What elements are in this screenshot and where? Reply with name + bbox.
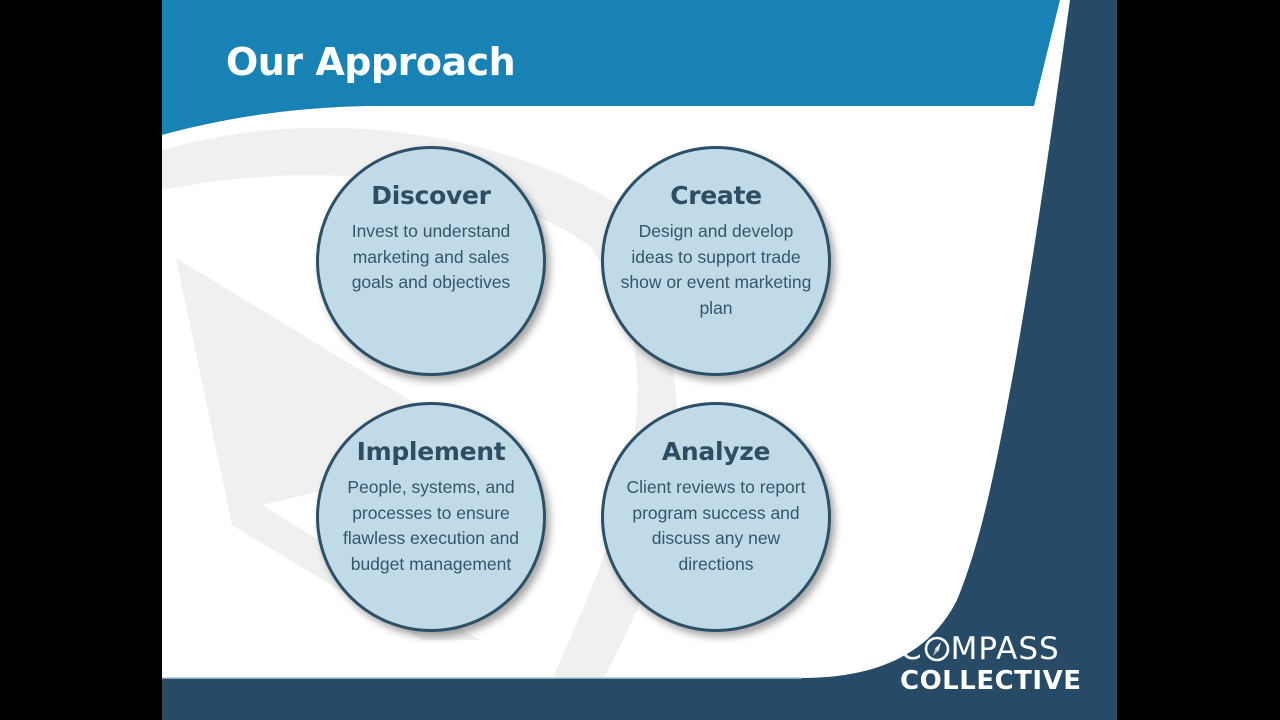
slide: Our Approach Discover Invest to understa…	[162, 0, 1117, 720]
logo-line-compass: C MPASS	[900, 632, 1100, 666]
step-title: Create	[670, 181, 762, 210]
header-band	[162, 0, 1060, 135]
step-circle-discover: Discover Invest to understand marketing …	[316, 146, 546, 376]
right-navy-panel	[162, 0, 1117, 720]
step-title: Analyze	[661, 437, 771, 466]
step-circle-create: Create Design and develop ideas to suppo…	[601, 146, 831, 376]
compass-icon	[924, 636, 949, 662]
logo-line-collective: COLLECTIVE	[900, 666, 1082, 696]
step-circle-analyze: Analyze Client reviews to report program…	[601, 402, 831, 632]
step-description: Client reviews to report program success…	[626, 477, 806, 574]
slide-background-shapes	[162, 0, 1117, 720]
step-description: Design and develop ideas to support trad…	[620, 221, 812, 318]
compass-collective-logo: C MPASS COLLECTIVE	[900, 632, 1100, 696]
step-title: Implement	[356, 437, 506, 466]
step-title: Discover	[371, 181, 491, 210]
logo-text-c: C	[900, 631, 923, 667]
step-description: People, systems, and processes to ensure…	[342, 477, 520, 574]
step-circle-implement: Implement People, systems, and processes…	[316, 402, 546, 632]
logo-text-mpass: MPASS	[950, 631, 1060, 667]
step-description: Invest to understand marketing and sales…	[351, 221, 511, 292]
slide-title: Our Approach	[226, 40, 516, 84]
